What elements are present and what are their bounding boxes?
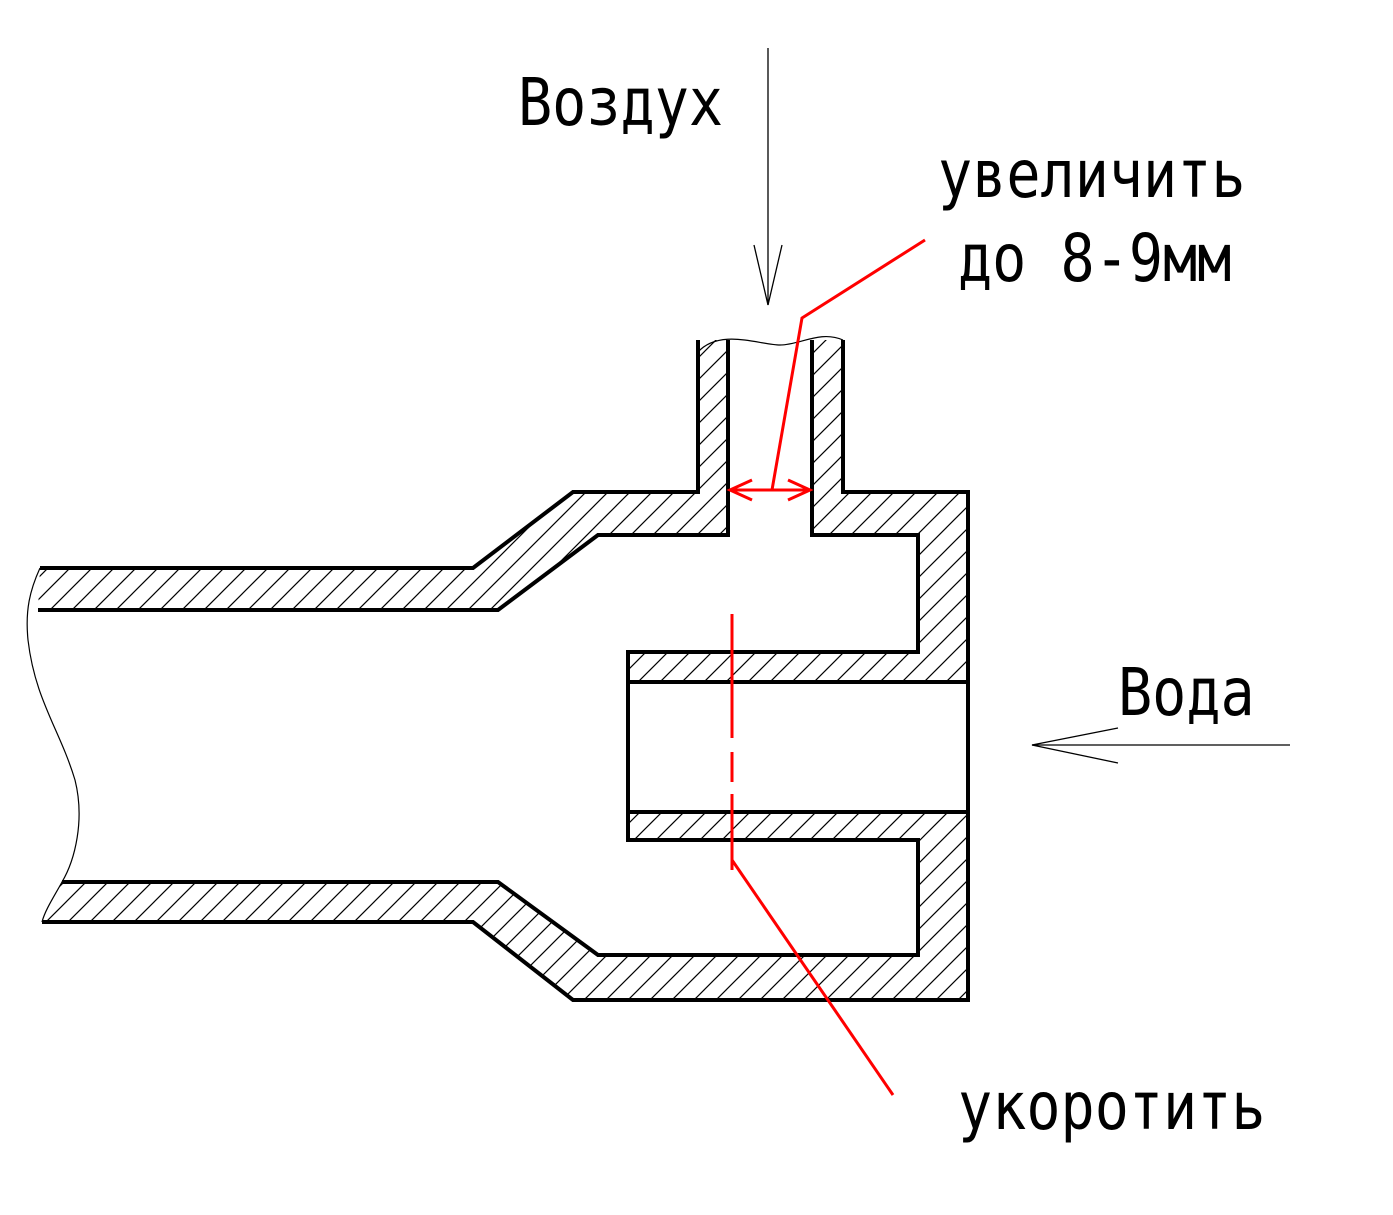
hatched-walls xyxy=(38,340,968,1000)
leader-shorten xyxy=(730,859,895,1096)
lower-wall-section xyxy=(42,812,968,1000)
label-increase-line1: увеличить xyxy=(938,136,1246,213)
air-arrow xyxy=(753,48,783,306)
top-break-line xyxy=(697,335,844,353)
label-shorten: укоротить xyxy=(958,1068,1266,1145)
flow-arrows xyxy=(753,48,1290,764)
water-arrow xyxy=(1031,727,1290,764)
label-air: Воздух xyxy=(518,64,724,141)
upper-right-wall-section xyxy=(628,340,968,682)
break-lines xyxy=(26,335,844,923)
red-annotations xyxy=(726,238,926,1096)
body-outline xyxy=(38,340,970,1002)
air-tube-right-outer xyxy=(42,340,970,1002)
outer-top-contour xyxy=(40,340,700,570)
label-increase-line2: до 8-9мм xyxy=(958,220,1232,297)
upper-wall-section xyxy=(38,340,728,610)
leader-increase xyxy=(770,238,926,491)
label-water: Вода xyxy=(1118,654,1255,731)
inner-chamber-top xyxy=(62,340,920,957)
dimension-arrow-air-bore xyxy=(726,478,814,502)
left-break-line xyxy=(26,567,80,923)
inner-top-contour xyxy=(38,340,730,612)
